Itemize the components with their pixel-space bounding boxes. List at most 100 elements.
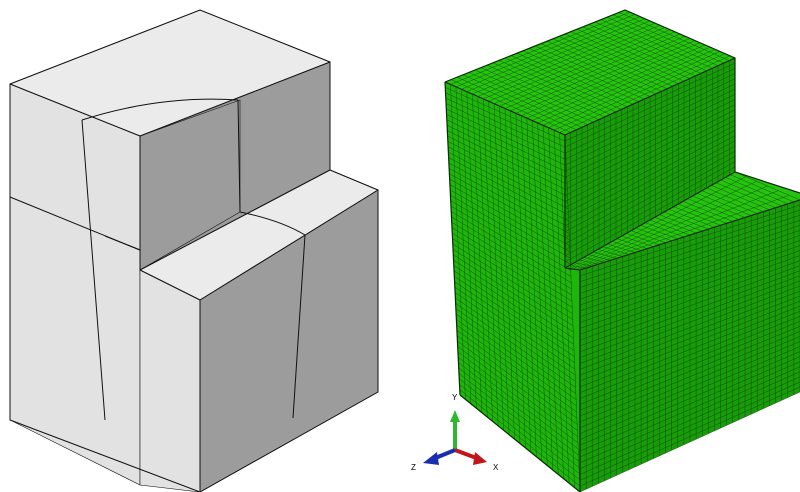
z-axis-head <box>423 452 439 465</box>
mesh-line <box>446 124 568 185</box>
mesh-line <box>564 114 736 202</box>
mesh-line <box>451 222 572 296</box>
mesh-line <box>457 346 578 437</box>
mesh-line <box>567 176 746 269</box>
axis-triad: Y X Z <box>411 393 499 472</box>
mesh-line <box>564 68 736 148</box>
mesh-line <box>579 331 800 423</box>
mesh-line <box>564 130 736 220</box>
partitioned-part <box>9 9 379 492</box>
mesh-line <box>579 275 800 358</box>
mesh-line <box>455 308 577 394</box>
mesh-line <box>445 87 566 142</box>
mesh-line <box>564 83 736 166</box>
mesh-line <box>453 270 575 351</box>
mesh-line <box>564 99 736 184</box>
mesh-line <box>450 79 571 133</box>
mesh-line <box>579 255 800 335</box>
mesh-line <box>450 189 571 259</box>
mesh-line <box>579 219 800 294</box>
mesh-line <box>579 310 800 399</box>
mesh-line <box>564 125 736 214</box>
mesh-line <box>579 270 800 353</box>
mesh-line <box>498 60 617 113</box>
mesh-line <box>486 64 605 118</box>
mesh-line <box>456 324 577 413</box>
mesh-line <box>546 40 662 92</box>
mesh-line <box>612 14 724 64</box>
mesh-line <box>579 321 800 411</box>
mesh-line <box>459 384 580 480</box>
mesh-line <box>564 88 736 172</box>
mesh-line <box>579 366 800 464</box>
mesh-line <box>579 391 800 492</box>
mesh-line <box>452 232 573 308</box>
mesh-line <box>457 335 578 425</box>
mesh-line <box>577 195 790 270</box>
right-edges <box>444 9 800 492</box>
mesh-line <box>576 28 690 79</box>
mesh-line <box>564 161 736 257</box>
mesh-line <box>453 259 574 339</box>
mesh-line <box>455 313 577 400</box>
mesh-line <box>540 43 656 95</box>
mesh-line <box>564 145 736 238</box>
mesh-line <box>455 303 576 388</box>
mesh-line <box>448 162 569 228</box>
mesh-grid <box>444 9 800 492</box>
mesh-line <box>572 185 768 270</box>
left-tall-front-face <box>9 83 141 486</box>
mesh-line <box>564 109 736 196</box>
mesh-line <box>579 336 800 428</box>
mesh-line <box>579 280 800 364</box>
mesh-line <box>579 285 800 370</box>
mesh-line <box>564 140 736 232</box>
mesh-line <box>446 108 567 167</box>
mesh-line <box>510 55 628 107</box>
mesh-line <box>579 230 800 306</box>
mesh-line <box>574 190 779 270</box>
mesh-line <box>579 204 800 277</box>
mesh-line <box>504 57 622 110</box>
mesh-line <box>457 351 579 443</box>
mesh-line <box>594 21 707 72</box>
mesh-line <box>579 240 800 317</box>
mesh-line <box>454 286 575 370</box>
mesh-line <box>447 130 568 191</box>
mesh-line <box>446 114 567 173</box>
mesh-line <box>579 381 800 481</box>
mesh-line <box>534 45 651 97</box>
mesh-line <box>579 260 800 341</box>
mesh-line <box>449 168 570 234</box>
mesh-line <box>522 50 639 102</box>
x-axis-head <box>473 452 487 465</box>
mesh-line <box>468 72 588 125</box>
mesh-line <box>569 181 757 269</box>
mesh-line <box>448 157 569 222</box>
mesh-line <box>579 209 800 282</box>
mesh-line <box>445 97 566 154</box>
mesh-line <box>474 69 594 123</box>
mesh-line <box>570 31 685 82</box>
mesh-line <box>618 12 730 61</box>
mesh-line <box>447 141 568 203</box>
mesh-line <box>564 73 736 154</box>
mesh-line <box>458 373 580 468</box>
mesh-line <box>458 367 579 462</box>
mesh-line <box>457 340 578 431</box>
mesh-line <box>445 92 566 148</box>
mesh-line <box>564 119 736 208</box>
mesh-line <box>564 166 736 263</box>
y-axis-head <box>450 410 460 422</box>
mesh-line <box>564 33 679 84</box>
mesh-line <box>480 67 600 120</box>
mesh-line <box>454 281 575 363</box>
mesh-line <box>449 173 570 240</box>
mesh-line <box>579 214 800 288</box>
mesh-line <box>450 205 572 277</box>
mesh-line <box>579 386 800 487</box>
mesh-line <box>459 378 580 474</box>
mesh-line <box>579 235 800 312</box>
mesh-line <box>458 357 579 450</box>
